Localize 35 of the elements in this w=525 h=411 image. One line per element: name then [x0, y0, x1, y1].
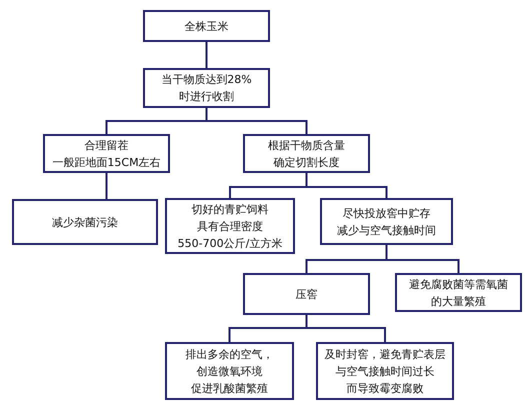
process-box — [143, 68, 270, 108]
step-text: 及时封窖，避免青贮表层 — [324, 346, 446, 362]
connector-line — [206, 108, 308, 134]
step-text: 排出多余的空气， — [186, 346, 274, 362]
process-box — [165, 342, 294, 400]
process-box — [395, 273, 522, 312]
process-box — [320, 198, 453, 245]
step-text: 全株玉米 — [184, 18, 228, 34]
step-text: 与空气接触时间过长 — [336, 364, 434, 380]
step-text: 合理留茬 — [84, 138, 128, 154]
step-text: 促进乳酸菌繁殖 — [191, 380, 268, 396]
step-text: 尽快投放窖中贮存 — [342, 206, 430, 222]
step-text: 一般距地面15CM左右 — [52, 154, 161, 170]
process-box — [143, 10, 270, 42]
step-text: 压窖 — [296, 286, 318, 302]
connector-line — [206, 42, 208, 68]
step-text: 550-700公斤/立方米 — [178, 236, 282, 252]
process-box — [165, 198, 295, 254]
step-text: 具有合理密度 — [197, 218, 263, 234]
process-box — [243, 273, 370, 315]
process-box — [243, 134, 370, 173]
connector-line — [306, 173, 388, 198]
step-text: 减少杂菌污染 — [52, 214, 118, 230]
step-text: 减少与空气接触时间 — [337, 222, 436, 238]
connector-line — [386, 245, 460, 273]
step-text: 当干物质达到28%时进行收割 — [160, 72, 252, 105]
connector-line — [106, 173, 108, 199]
step-text: 根据干物质含量确定切割长度 — [267, 138, 346, 170]
step-text: 切好的青贮饲料 — [192, 202, 268, 218]
step-text: 创造微氧环境 — [196, 364, 262, 380]
process-box — [316, 342, 454, 400]
step-text: 而导致霉变腐败 — [346, 380, 424, 396]
process-box — [12, 199, 158, 245]
step-text: 避免腐败菌等需氧菌的大量繁殖 — [408, 276, 509, 310]
process-box — [43, 134, 170, 173]
